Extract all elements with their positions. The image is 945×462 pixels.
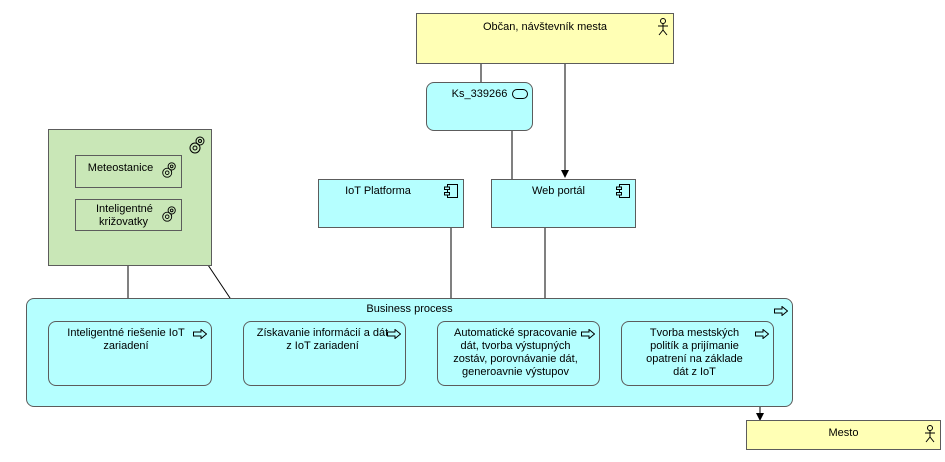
- node-item-meteostanice[interactable]: Meteostanice: [75, 155, 182, 188]
- actor-city-label: Mesto: [828, 427, 859, 439]
- interface-ks[interactable]: Ks_339266: [426, 82, 533, 131]
- actor-icon: [925, 425, 935, 443]
- process-arrow-icon: [755, 329, 769, 339]
- node-item-label: Inteligentné križovatky: [96, 203, 153, 228]
- component-icon: [616, 184, 630, 198]
- process-step-3[interactable]: Automatické spracovanie dát, tvorba výst…: [437, 321, 600, 386]
- process-step-label: Automatické spracovanie dát, tvorba výst…: [453, 327, 578, 378]
- interface-ks-label: Ks_339266: [451, 88, 508, 100]
- node-item-label: Meteostanice: [87, 162, 154, 174]
- node-item-krizovatky[interactable]: Inteligentné križovatky: [75, 199, 182, 231]
- process-arrow-icon: [581, 329, 595, 339]
- actor-citizen-label: Občan, návštevník mesta: [482, 21, 608, 33]
- process-step-2[interactable]: Získavanie informácií a dát z IoT zariad…: [243, 321, 406, 386]
- interface-icon: [512, 89, 528, 99]
- technology-node[interactable]: Meteostanice Inteligentné križovatky: [48, 129, 212, 266]
- component-web-portal[interactable]: Web portál: [491, 179, 636, 228]
- system-software-icon: [189, 136, 205, 154]
- process-step-label: Získavanie informácií a dát z IoT zariad…: [256, 327, 389, 352]
- component-web-portal-label: Web portál: [532, 185, 585, 197]
- business-process-label: Business process: [366, 303, 453, 315]
- actor-city[interactable]: Mesto: [746, 420, 941, 450]
- process-step-4[interactable]: Tvorba mestských politík a prijímanie op…: [621, 321, 774, 386]
- component-iot-platform[interactable]: IoT Platforma: [318, 179, 464, 228]
- actor-citizen[interactable]: Občan, návštevník mesta: [416, 13, 674, 64]
- process-step-label: Inteligentné riešenie IoT zariadení: [67, 327, 185, 352]
- process-arrow-icon: [774, 306, 788, 316]
- system-software-icon: [162, 162, 176, 178]
- process-step-label: Tvorba mestských politík a prijímanie op…: [646, 327, 743, 378]
- process-step-1[interactable]: Inteligentné riešenie IoT zariadení: [48, 321, 212, 386]
- process-arrow-icon: [387, 329, 401, 339]
- system-software-icon: [162, 206, 176, 222]
- component-icon: [444, 184, 458, 198]
- actor-icon: [658, 18, 668, 36]
- component-iot-platform-label: IoT Platforma: [345, 185, 411, 197]
- business-process[interactable]: Business process Inteligentné riešenie I…: [26, 298, 793, 407]
- process-arrow-icon: [193, 329, 207, 339]
